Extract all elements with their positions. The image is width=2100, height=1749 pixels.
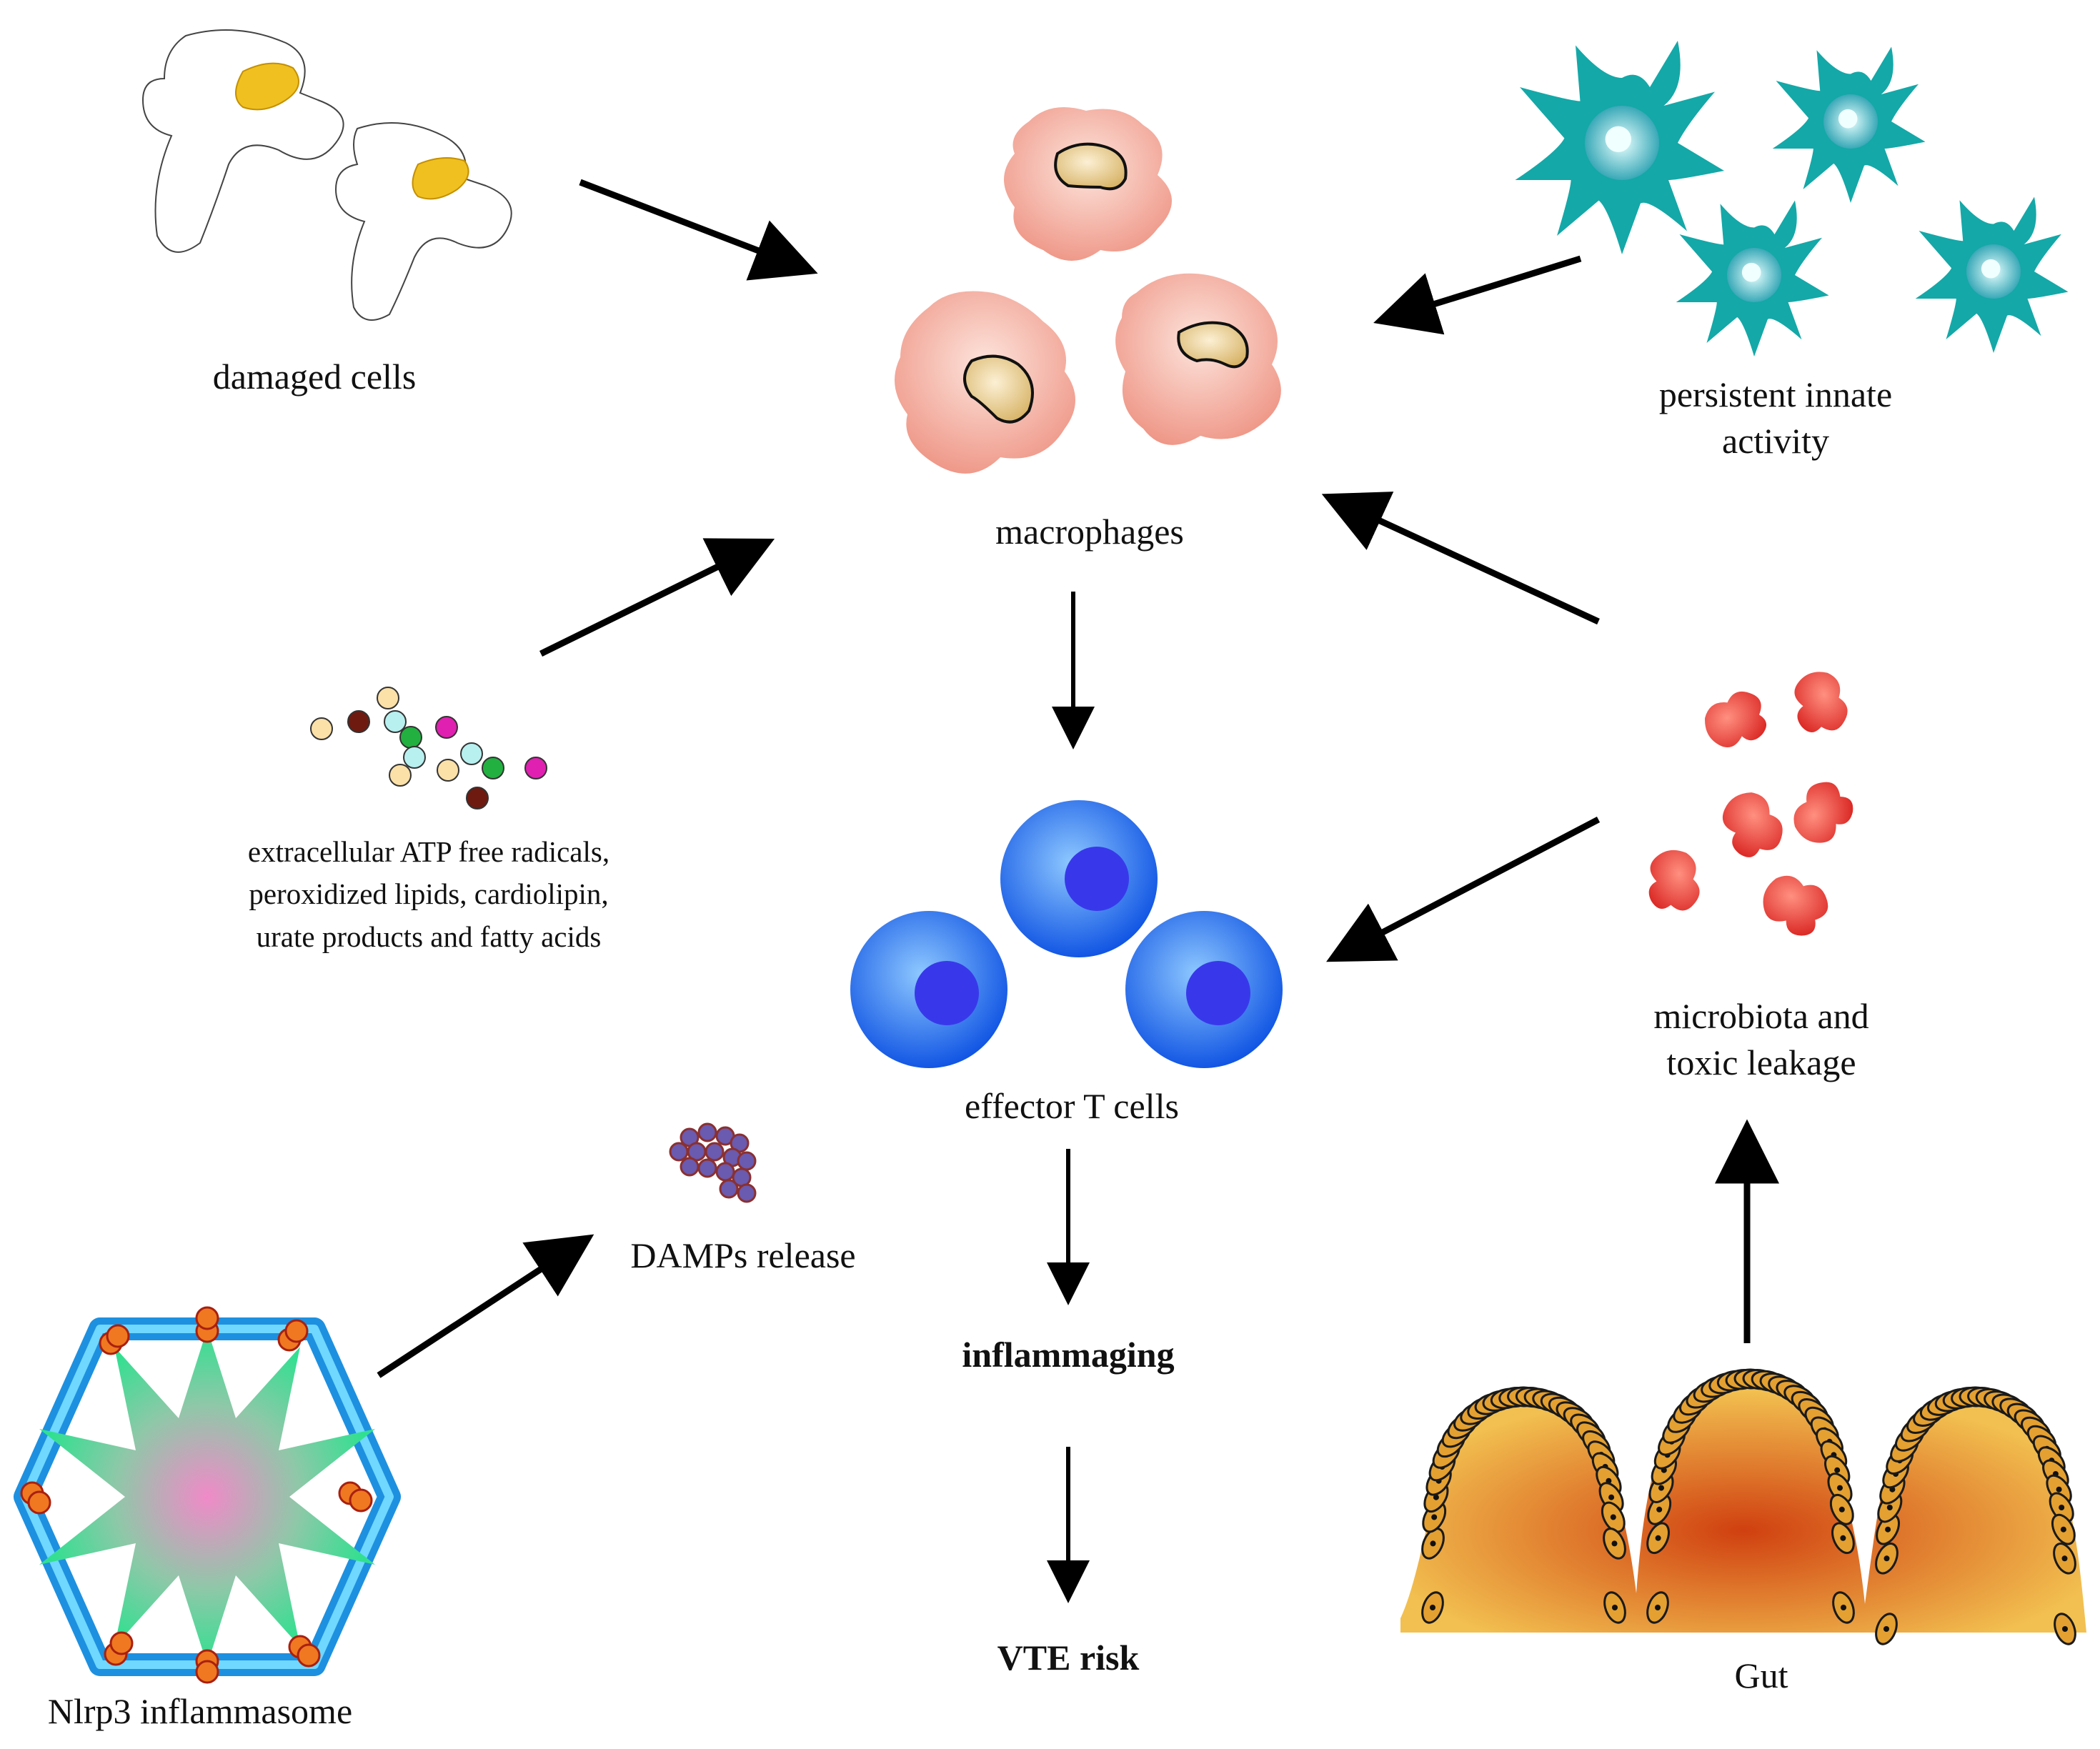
nlrp3-inflammasome-illustration [14,1306,401,1684]
gut-cell-nucleus [2056,1486,2062,1493]
microbiota-illustration [1642,665,1861,942]
gut-cell-nucleus [1658,1485,1664,1491]
gut-cell-nucleus [1886,1505,1893,1510]
gut-cell-nucleus [1883,1555,1890,1562]
molecules-cluster-illustration [310,687,547,809]
label-microbiota-line-2: toxic leakage [1666,1042,1856,1082]
label-persistent-innate-activity: persistent innate activity [1597,372,1954,464]
effector-t-cells-illustration [850,800,1283,1068]
gut-cell-nucleus [1885,1526,1891,1533]
label-inflammaging: inflammaging [962,1335,1175,1375]
gut-cell-nucleus [1840,1535,1846,1541]
gut-cell-nucleus [1834,1467,1841,1473]
label-persistent-innate-activity-line-1: persistent innate [1658,374,1893,414]
gut-cell-nucleus [1655,1605,1661,1610]
label-extracellular-molecules-line-2: peroxidized lipids, cardiolipin, [249,877,609,911]
arrow-microbiota-to-t-cells [1326,817,1601,962]
gut-cell-nucleus [1883,1626,1889,1632]
gut-cell-nucleus [1611,1540,1618,1547]
gut-cell-nucleus [1430,1540,1436,1547]
label-damps-release: DAMPs release [630,1235,856,1275]
damaged-cells-illustration [141,29,512,321]
label-microbiota-toxic-leakage: microbiota and toxic leakage [1583,993,1940,1086]
gut-cell-nucleus [2062,1626,2068,1632]
gut-cell-nucleus [1612,1605,1618,1610]
label-extracellular-molecules-line-3: urate products and fatty acids [256,920,602,953]
macrophages-illustration [895,107,1281,474]
gut-cell-nucleus [1433,1494,1439,1500]
arrow-innate-activity-to-macrophages [1373,255,1582,335]
gut-cell-nucleus [2059,1505,2065,1510]
gut-cell-nucleus [1837,1485,1843,1491]
label-persistent-innate-activity-line-2: activity [1722,421,1829,461]
gut-cell-nucleus [1838,1506,1845,1513]
arrow-inflammasome-to-damps [377,1234,594,1378]
label-nlrp3-inflammasome: Nlrp3 inflammasome [47,1691,353,1731]
label-damaged-cells: damaged cells [212,357,417,397]
gut-cell-nucleus [1841,1605,1846,1610]
label-vte-risk: VTE risk [997,1638,1140,1678]
label-microbiota-line-1: microbiota and [1653,996,1869,1036]
gut-cell-nucleus [1610,1514,1616,1520]
label-extracellular-molecules: extracellular ATP free radicals, peroxid… [214,831,643,958]
gut-cell-nucleus [2061,1555,2068,1562]
innate-immune-cells-illustration [1515,41,2069,357]
gut-cell-nucleus [1430,1605,1435,1610]
damps-cluster-illustration [669,1122,757,1203]
arrow-damaged-cells-to-macrophages [579,179,818,281]
label-gut: Gut [1734,1655,1788,1695]
label-macrophages: macrophages [995,512,1184,552]
arrows [377,179,1779,1603]
gut-cell-nucleus [1608,1494,1615,1500]
label-extracellular-molecules-line-1: extracellular ATP free radicals, [247,835,610,868]
arrow-molecules-to-macrophages [539,538,775,657]
arrow-microbiota-to-macrophages [1321,492,1600,625]
gut-cell-nucleus [1431,1514,1438,1520]
gut-cell-nucleus [2060,1526,2066,1533]
gut-villi-illustration [1400,1368,2086,1645]
gut-cell-nucleus [1656,1506,1663,1513]
label-effector-t-cells: effector T cells [965,1086,1179,1126]
gut-cell-nucleus [1655,1535,1661,1541]
